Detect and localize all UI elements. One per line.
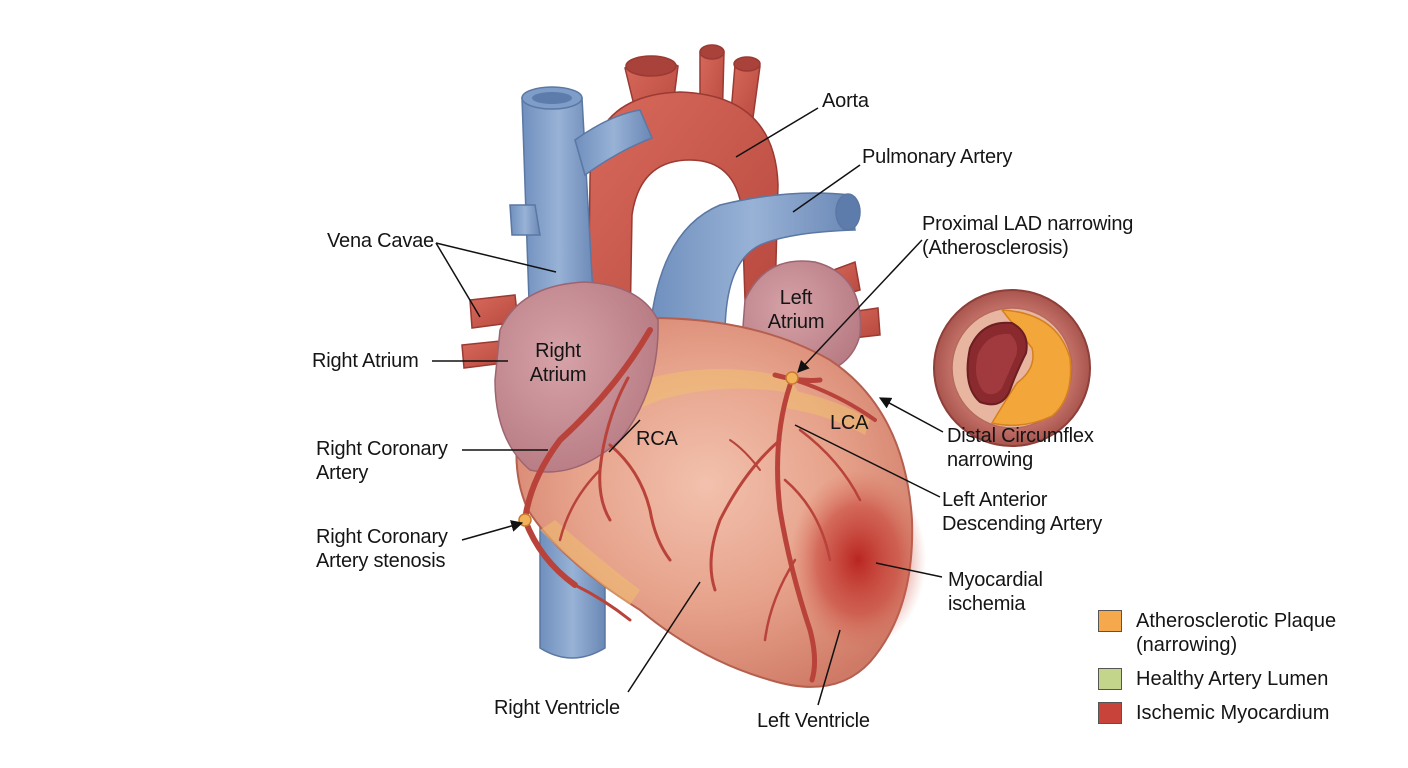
rca-stenosis-mark xyxy=(518,513,532,527)
label-proximal-lad-line1: Proximal LAD narrowing xyxy=(922,213,1134,235)
label-pulmonary-artery: Pulmonary Artery xyxy=(862,146,1013,168)
label-left-ventricle: Left Ventricle xyxy=(757,710,870,732)
legend: Atherosclerotic Plaque (narrowing) Healt… xyxy=(1098,604,1398,732)
label-myocardial-ischemia: Myocardial ischemia xyxy=(948,568,1043,616)
label-left-atrium-line1: Left xyxy=(779,287,813,309)
legend-swatch-healthy-lumen xyxy=(1098,668,1122,690)
legend-label-healthy-lumen: Healthy Artery Lumen xyxy=(1136,668,1329,690)
legend-label-plaque-line2: (narrowing) xyxy=(1136,634,1238,656)
label-right-atrium-line2: Atrium xyxy=(529,364,587,386)
label-left-atrium-line2: Atrium xyxy=(767,311,825,333)
coronary-arteries xyxy=(521,327,877,683)
label-left-atrium: Left Atrium xyxy=(766,286,826,334)
label-left-anterior-descending: Left Anterior Descending Artery xyxy=(942,488,1102,536)
label-right-coronary-artery: Right Coronary Artery xyxy=(316,437,448,485)
label-rca-name-line1: Right Coronary xyxy=(316,438,448,460)
label-lad-line2: Descending Artery xyxy=(942,513,1103,535)
label-right-atrium-inner: Right Atrium xyxy=(524,339,592,387)
ischemia-region xyxy=(790,470,926,650)
label-lca: LCA xyxy=(830,412,869,434)
legend-label-plaque: Atherosclerotic Plaque (narrowing) xyxy=(1136,609,1336,657)
label-proximal-lad-narrowing: Proximal LAD narrowing (Atherosclerosis) xyxy=(922,212,1133,260)
label-distal-circumflex: Distal Circumflex narrowing xyxy=(947,424,1094,472)
label-distal-circumflex-line2: narrowing xyxy=(947,449,1034,471)
label-distal-circumflex-line1: Distal Circumflex xyxy=(947,425,1094,447)
legend-label-ischemic-myocardium: Ischemic Myocardium xyxy=(1136,702,1330,724)
right-atrium xyxy=(494,281,659,473)
label-right-atrium-line1: Right xyxy=(535,340,581,362)
artery-cross-section xyxy=(933,289,1091,447)
legend-swatch-plaque xyxy=(1098,610,1122,632)
legend-item-ischemic-myocardium: Ischemic Myocardium xyxy=(1098,698,1398,732)
label-myocardial-ischemia-line1: Myocardial xyxy=(948,569,1043,591)
legend-item-healthy-lumen: Healthy Artery Lumen xyxy=(1098,664,1398,698)
label-lad-line1: Left Anterior xyxy=(942,489,1048,511)
label-rca-name-line2: Artery xyxy=(316,462,369,484)
label-proximal-lad-line2: (Atherosclerosis) xyxy=(922,237,1069,259)
label-rca: RCA xyxy=(636,428,678,450)
label-vena-cavae: Vena Cavae xyxy=(327,230,434,252)
aorta xyxy=(587,91,779,331)
label-myocardial-ischemia-line2: ischemia xyxy=(948,593,1026,615)
leader-lines xyxy=(432,107,944,706)
label-right-atrium-outer: Right Atrium xyxy=(312,350,419,372)
legend-item-plaque: Atherosclerotic Plaque (narrowing) xyxy=(1098,604,1398,664)
label-aorta: Aorta xyxy=(822,90,869,112)
lad-narrowing-mark xyxy=(785,371,799,385)
label-rca-stenosis-line1: Right Coronary xyxy=(316,526,448,548)
label-rca-stenosis: Right Coronary Artery stenosis xyxy=(316,525,448,573)
label-rca-stenosis-line2: Artery stenosis xyxy=(316,550,446,572)
legend-swatch-ischemic-myocardium xyxy=(1098,702,1122,724)
legend-label-plaque-line1: Atherosclerotic Plaque xyxy=(1136,610,1337,632)
label-right-ventricle: Right Ventricle xyxy=(494,697,620,719)
